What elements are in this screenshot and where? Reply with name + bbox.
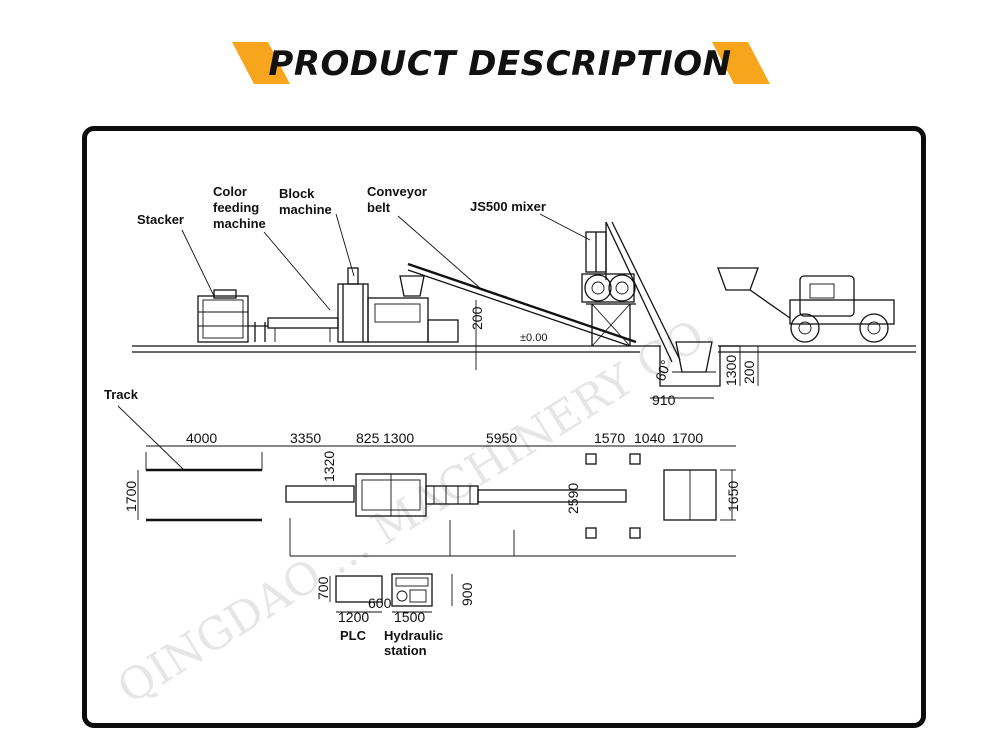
right-accent-shape [712,42,770,84]
label-plc: PLC [340,628,367,643]
loader-drawing [717,267,895,343]
label-stacker: Stacker [137,212,184,227]
ground-line [132,345,916,353]
dim-pit-depth-b: 200 [741,360,757,384]
label-conveyor-1: Conveyor [367,184,427,199]
dim-1040: 1040 [634,430,665,446]
dim-pit-width: 910 [652,392,676,408]
track-drawing [117,405,736,522]
label-hydraulic-2: station [384,643,427,658]
stacker-drawing [197,289,268,343]
label-hydraulic-1: Hydraulic [384,628,443,643]
dim-4000: 4000 [186,430,217,446]
elevation-dimensions [475,300,759,399]
dim-2590: 2590 [565,483,581,514]
dim-1500: 1500 [394,609,425,625]
hopper-pit [640,341,740,387]
plc-plan [329,575,383,613]
label-ground-mark: ±0.00 [520,332,547,344]
label-track: Track [104,387,139,402]
dim-825: 825 [356,430,380,446]
hydraulic-station-plan [391,573,453,613]
left-accent-shape [232,42,290,84]
dim-pit-depth-a: 1300 [723,355,739,386]
dim-900: 900 [459,582,475,606]
label-color-feeding-3: machine [213,216,266,231]
dim-1700-left: 1700 [123,481,139,512]
production-line-plan [285,473,736,557]
conveyor-belt-drawing [407,262,637,347]
dim-1200: 1200 [338,609,369,625]
dim-conveyor-height: 200 [469,306,485,330]
dim-1320: 1320 [321,451,337,482]
mixer-plan [585,453,641,539]
label-conveyor-2: belt [367,200,391,215]
dim-1300: 1300 [383,430,414,446]
dim-600: 600 [368,595,392,611]
dim-1650: 1650 [725,481,741,512]
label-block-machine-1: Block [279,186,315,201]
dim-1570: 1570 [594,430,625,446]
hopper-plan [663,469,736,521]
dim-1700-top: 1700 [672,430,703,446]
label-color-feeding-1: Color [213,184,247,199]
dim-angle: 60° [652,358,674,383]
section-header: PRODUCT DESCRIPTION [0,30,1000,100]
mixer-drawing [581,221,681,363]
label-block-machine-2: machine [279,202,332,217]
header-decorations [232,42,770,84]
dim-700: 700 [315,576,331,600]
label-color-feeding-2: feeding [213,200,259,215]
dim-5950: 5950 [486,430,517,446]
label-mixer: JS500 mixer [470,199,546,214]
leader-lines [181,213,591,311]
page-title: PRODUCT DESCRIPTION [268,44,732,84]
dim-3350: 3350 [290,430,321,446]
diagram-frame [82,126,926,728]
block-machine-drawing [267,267,459,343]
